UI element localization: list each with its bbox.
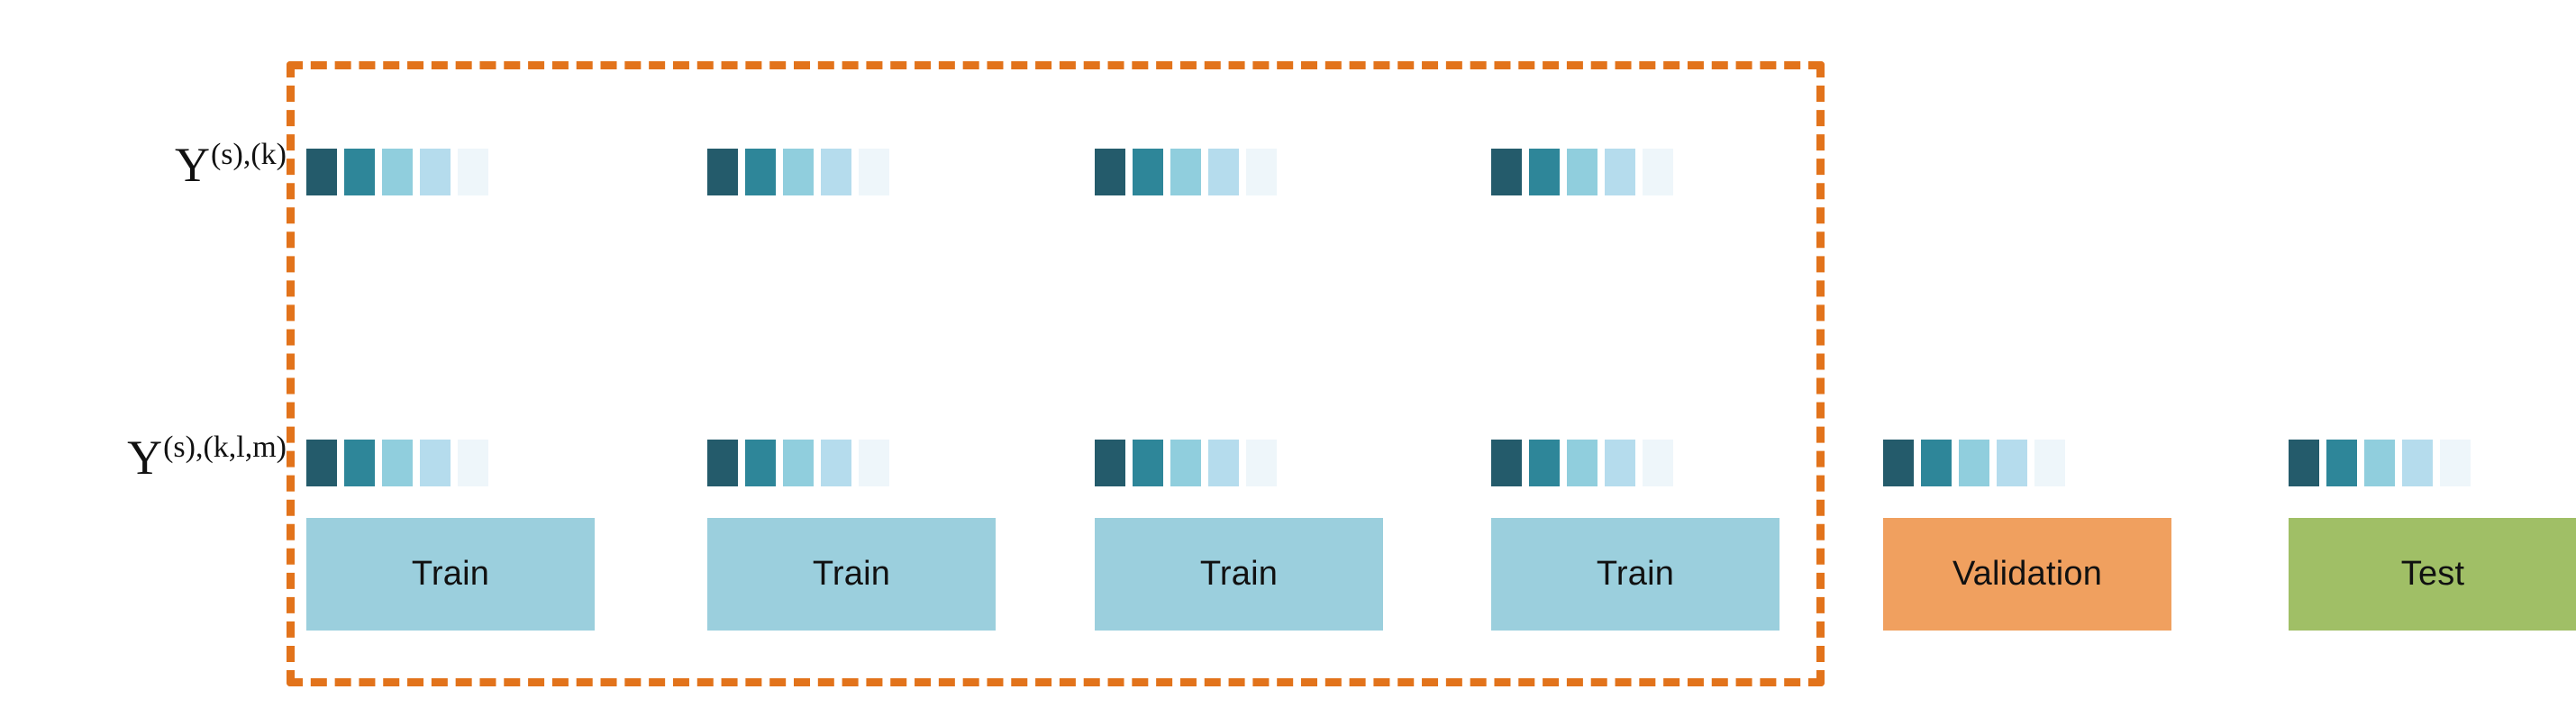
row-label-upper-superscript: (s),(k) [210,138,287,171]
swatch-level-2 [2326,440,2357,486]
swatch-level-2 [344,440,375,486]
row-label-upper: Y(s),(k) [174,138,287,192]
row-label-upper-base: Y [174,138,210,192]
swatch-level-5 [458,440,488,486]
swatch-strip-lower-0 [306,440,488,486]
swatch-level-5 [1246,149,1277,195]
swatch-level-3 [382,149,413,195]
swatch-level-4 [821,440,851,486]
split-box-label: Train [812,555,891,593]
swatch-level-1 [1883,440,1914,486]
swatch-strip-lower-2 [1095,440,1277,486]
swatch-level-2 [1133,440,1163,486]
swatch-level-1 [2289,440,2319,486]
swatch-level-4 [1208,440,1239,486]
swatch-level-3 [1959,440,1989,486]
swatch-level-4 [1605,149,1635,195]
swatch-level-5 [859,440,889,486]
swatch-level-1 [1491,440,1522,486]
swatch-strip-upper-3 [1491,149,1673,195]
swatch-level-1 [1095,149,1125,195]
split-box-train-0[interactable]: Train [306,518,595,631]
swatch-level-3 [1170,440,1201,486]
swatch-strip-upper-0 [306,149,488,195]
split-box-label: Test [2400,555,2465,593]
swatch-level-3 [783,149,814,195]
swatch-level-3 [1170,149,1201,195]
swatch-strip-lower-1 [707,440,889,486]
swatch-level-1 [1095,440,1125,486]
row-label-lower-superscript: (s),(k,l,m) [163,431,287,464]
split-box-validation-4[interactable]: Validation [1883,518,2171,631]
swatch-level-4 [1605,440,1635,486]
swatch-level-4 [1208,149,1239,195]
swatch-level-2 [745,440,776,486]
swatch-level-2 [1529,149,1560,195]
swatch-strip-upper-2 [1095,149,1277,195]
swatch-strip-lower-3 [1491,440,1673,486]
swatch-level-1 [306,440,337,486]
swatch-level-5 [2440,440,2471,486]
split-box-test-5[interactable]: Test [2289,518,2576,631]
swatch-level-4 [2402,440,2433,486]
swatch-level-2 [1921,440,1952,486]
swatch-level-4 [821,149,851,195]
row-label-lower-base: Y [127,431,163,485]
row-label-lower: Y(s),(k,l,m) [127,431,287,485]
swatch-level-3 [1567,440,1597,486]
split-box-label: Validation [1952,555,2103,593]
swatch-level-5 [2034,440,2065,486]
swatch-level-3 [1567,149,1597,195]
swatch-level-3 [382,440,413,486]
split-box-label: Train [411,555,490,593]
swatch-level-2 [1133,149,1163,195]
swatch-level-2 [745,149,776,195]
swatch-level-5 [1643,440,1673,486]
swatch-level-4 [420,149,451,195]
split-box-train-2[interactable]: Train [1095,518,1383,631]
swatch-level-5 [1246,440,1277,486]
swatch-level-2 [344,149,375,195]
swatch-level-3 [2364,440,2395,486]
swatch-level-1 [306,149,337,195]
swatch-level-5 [859,149,889,195]
swatch-level-1 [707,440,738,486]
split-box-train-3[interactable]: Train [1491,518,1780,631]
swatch-strip-lower-5 [2289,440,2471,486]
swatch-level-4 [420,440,451,486]
swatch-level-5 [458,149,488,195]
swatch-strip-upper-1 [707,149,889,195]
split-box-label: Train [1199,555,1279,593]
swatch-level-4 [1997,440,2027,486]
split-box-train-1[interactable]: Train [707,518,996,631]
swatch-level-5 [1643,149,1673,195]
swatch-level-1 [707,149,738,195]
swatch-strip-lower-4 [1883,440,2065,486]
swatch-level-1 [1491,149,1522,195]
split-box-label: Train [1596,555,1675,593]
swatch-level-2 [1529,440,1560,486]
swatch-level-3 [783,440,814,486]
